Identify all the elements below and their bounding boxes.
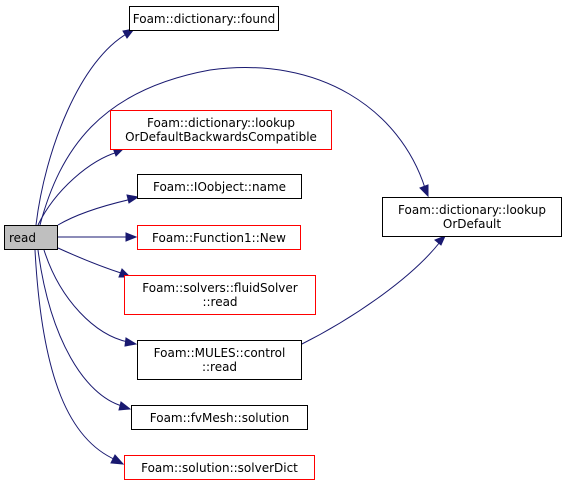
node-label-line1: Foam::solvers::fluidSolver (142, 281, 298, 295)
edge-read-lookupdefault (39, 67, 426, 226)
node-label: Foam::IOobject::name (152, 179, 287, 194)
edge-read-f1new-arrow (125, 232, 138, 242)
node-label-line1: Foam::dictionary::lookup (147, 116, 295, 130)
node-fluidsolver-read[interactable]: Foam::solvers::fluidSolver ::read (124, 275, 316, 315)
edge-read-fvsolution-arrow (118, 401, 132, 411)
node-fvmesh-solution[interactable]: Foam::fvMesh::solution (131, 405, 308, 430)
node-solution-solverdict[interactable]: Foam::solution::solverDict (124, 455, 315, 480)
node-label: Foam::dictionary::found (132, 11, 276, 26)
node-label: Foam::solution::solverDict (141, 460, 298, 475)
node-label: Foam::Function1::New (152, 230, 286, 245)
node-ioobject-name[interactable]: Foam::IOobject::name (137, 174, 302, 199)
node-label-line2: OrDefaultBackwardsCompatible (125, 130, 317, 144)
edge-read-found-arrow (122, 28, 136, 39)
node-mules-control-read[interactable]: Foam::MULES::control ::read (137, 340, 302, 380)
node-read[interactable]: read (4, 225, 58, 250)
node-label-line2: ::read (201, 360, 238, 374)
node-label-line1: Foam::MULES::control (153, 346, 286, 360)
node-dictionary-lookupordefault[interactable]: Foam::dictionary::lookup OrDefault (382, 197, 562, 237)
edge-read-solverdict (34, 249, 117, 461)
node-function1-new[interactable]: Foam::Function1::New (137, 225, 301, 250)
node-label-line1: Foam::dictionary::lookup (398, 203, 546, 217)
edge-read-mulesread (43, 249, 129, 343)
edge-read-lookupdefault-arrow (419, 184, 429, 198)
node-dictionary-found[interactable]: Foam::dictionary::found (129, 6, 279, 31)
edge-read-fluidread (57, 247, 125, 275)
edge-read-mulesread-arrow (124, 337, 138, 347)
node-label: Foam::fvMesh::solution (149, 410, 290, 425)
node-dictionary-lookupordefaultbackwardscompatible[interactable]: Foam::dictionary::lookup OrDefaultBackwa… (110, 110, 332, 150)
edge-read-solverdict-arrow (110, 454, 125, 465)
edge-read-lookupbw (37, 151, 119, 226)
edge-mulesread-lookupdefault (299, 241, 441, 346)
edge-mulesread-lookupdefault-arrow (434, 235, 446, 246)
node-label-line2: OrDefault (442, 217, 502, 231)
edge-read-found (35, 32, 129, 226)
node-read-label: read (9, 230, 37, 245)
node-label-line2: ::read (202, 295, 238, 309)
edge-read-ioname-arrow (126, 194, 140, 204)
edge-read-fvsolution (37, 249, 123, 407)
edge-read-ioname (57, 198, 133, 226)
